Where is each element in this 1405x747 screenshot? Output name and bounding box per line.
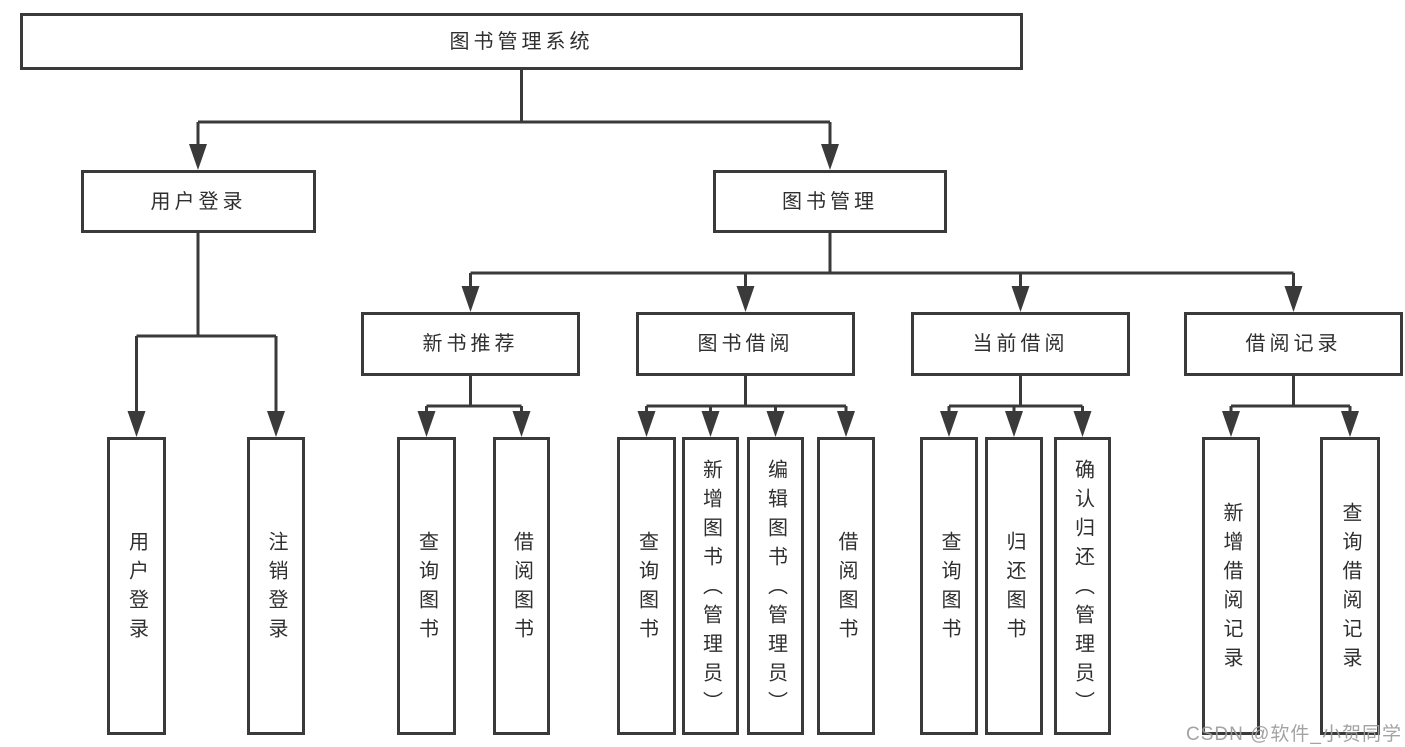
leaf-add-book-admin: 新增图书（管理员） [682, 437, 739, 735]
leaf-query-books-recommend: 查询图书 [397, 437, 456, 735]
connector-new-book-recommend-to-leaves [417, 376, 531, 437]
connector-book-borrowing-to-leaves [637, 376, 855, 437]
node-user-login: 用户登录 [81, 170, 316, 233]
node-borrowing-records: 借阅记录 [1184, 312, 1403, 376]
connector-user-login-to-leaves [127, 233, 285, 437]
leaf-borrow-books-recommend: 借阅图书 [493, 437, 550, 735]
connector-book-management-to-level3 [461, 233, 1303, 312]
connector-current-borrowing-to-leaves [940, 376, 1092, 437]
node-book-management: 图书管理 [713, 170, 947, 233]
leaf-add-borrow-record: 新增借阅记录 [1202, 437, 1260, 735]
leaf-query-books-borrowing: 查询图书 [617, 437, 676, 735]
leaf-logout-login: 注销登录 [247, 437, 305, 735]
leaf-user-login: 用户登录 [107, 437, 166, 735]
leaf-edit-book-admin: 编辑图书（管理员） [747, 437, 804, 735]
leaf-query-borrow-record: 查询借阅记录 [1320, 437, 1380, 735]
node-new-book-recommend: 新书推荐 [361, 312, 580, 376]
connector-borrowing-records-to-leaves [1222, 376, 1359, 437]
connector-root-to-level2 [189, 70, 839, 170]
node-root-library-management-system: 图书管理系统 [20, 13, 1023, 70]
node-book-borrowing: 图书借阅 [636, 312, 855, 376]
leaf-borrow-books-borrowing: 借阅图书 [817, 437, 875, 735]
leaf-confirm-return-admin: 确认归还（管理员） [1054, 437, 1111, 735]
leaf-query-books-current: 查询图书 [920, 437, 978, 735]
leaf-return-books: 归还图书 [985, 437, 1043, 735]
csdn-watermark: CSDN @软件_小贺同学 [1186, 724, 1402, 745]
node-current-borrowing: 当前借阅 [911, 312, 1130, 376]
